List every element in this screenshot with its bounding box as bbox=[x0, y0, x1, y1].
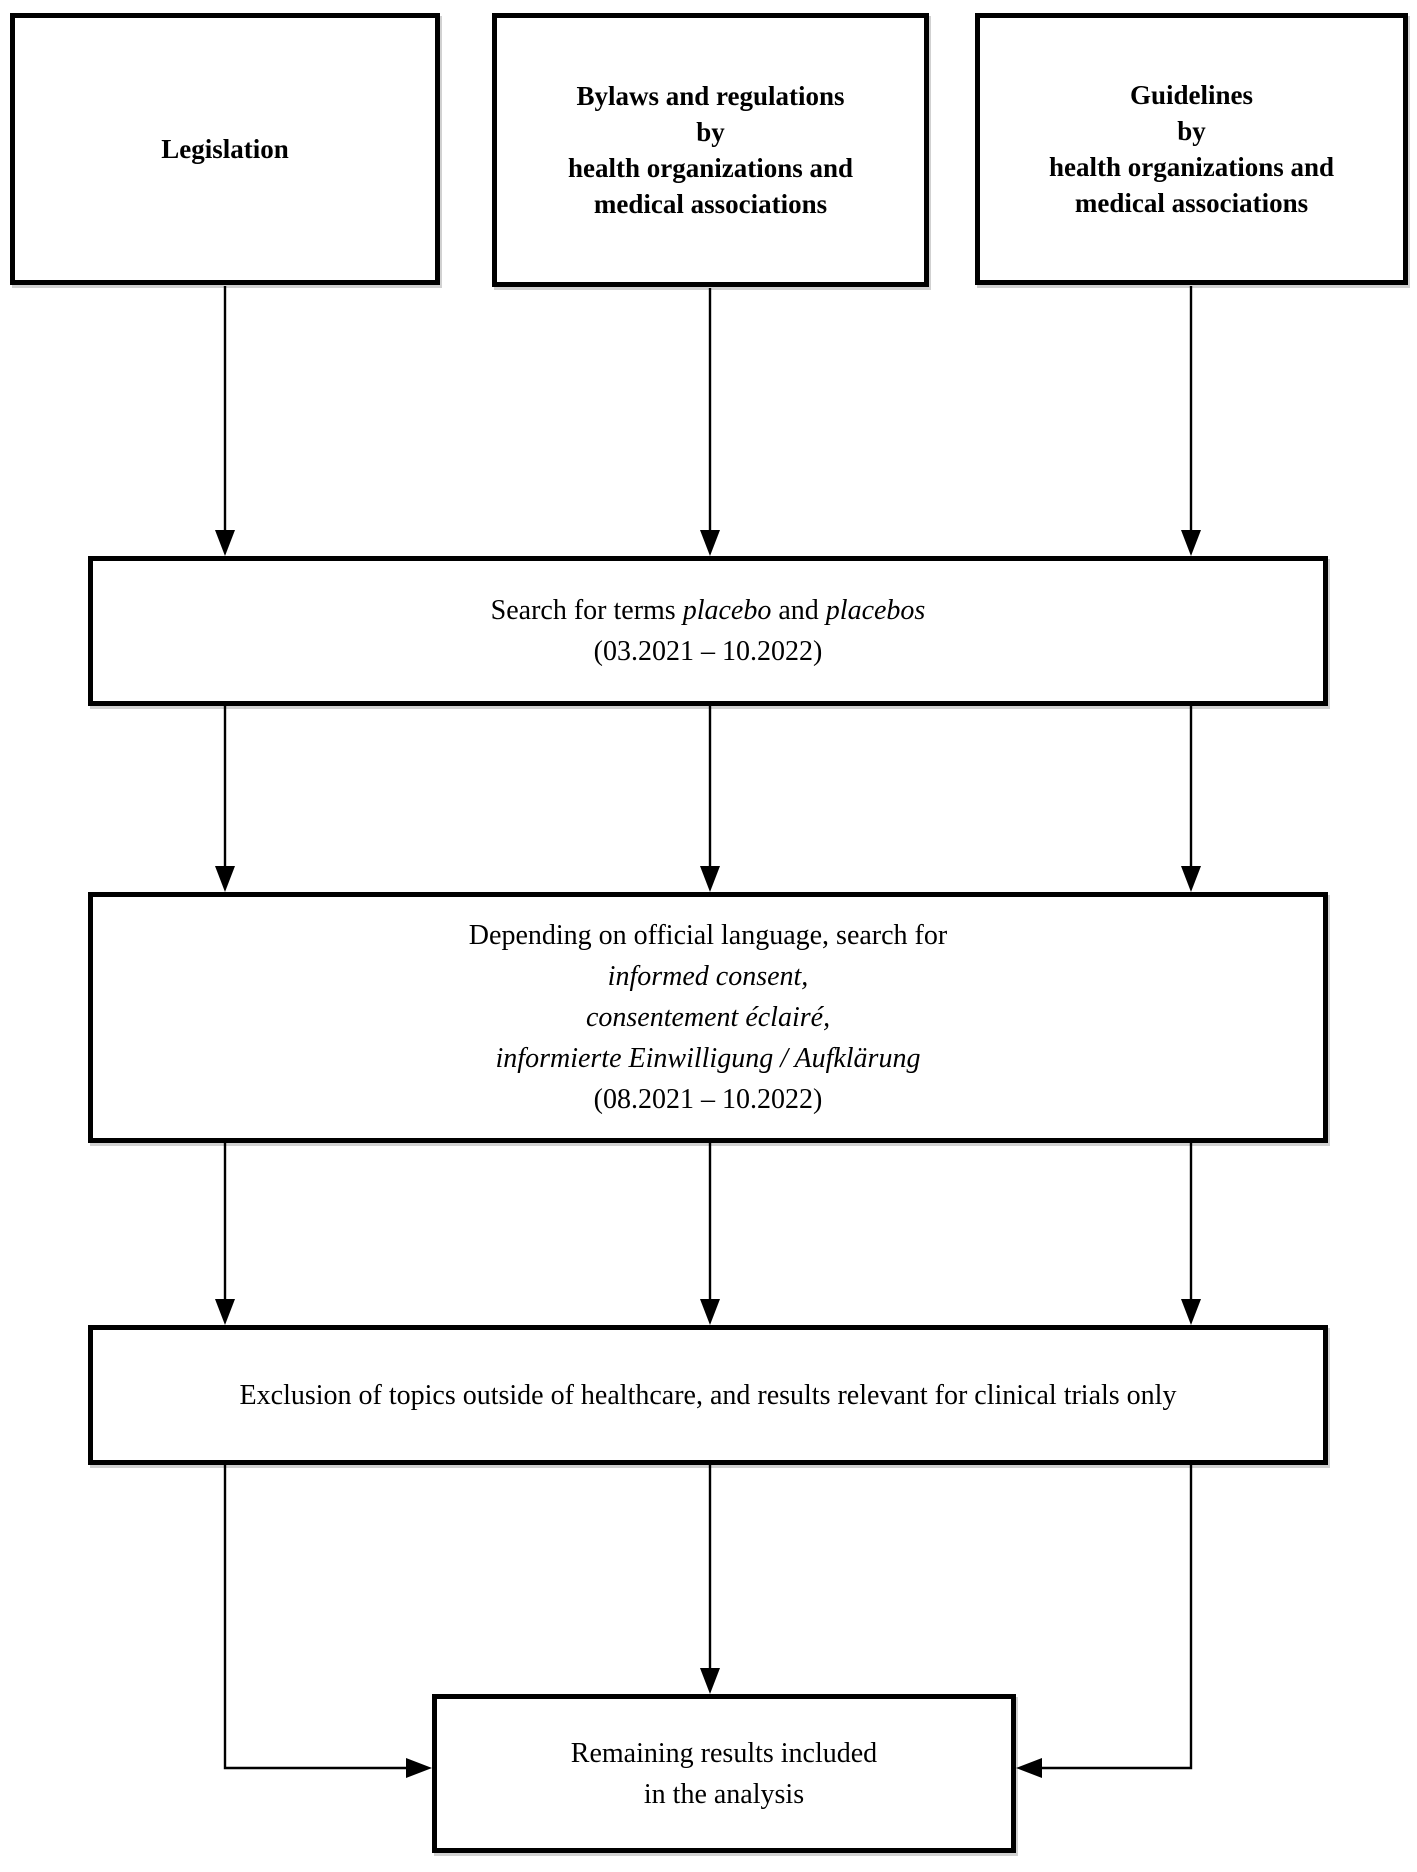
box-guidelines-line: by bbox=[1177, 116, 1206, 146]
arrow-legislation-to-search bbox=[215, 286, 235, 556]
box-bylaws-and-regulations: Bylaws and regulations by health organiz… bbox=[492, 13, 929, 287]
arrow-search-to-language-left bbox=[215, 704, 235, 892]
arrow-language-to-exclusion-left bbox=[215, 1141, 235, 1325]
box-exclusion-line: Exclusion of topics outside of healthcar… bbox=[239, 1379, 1177, 1411]
box-search-line: Search for terms placebo and placebos bbox=[107, 590, 1309, 631]
arrow-exclusion-to-remaining-left-elbow bbox=[223, 1463, 432, 1778]
box-search-terms: Search for terms placebo and placebos (0… bbox=[88, 556, 1328, 706]
box-remaining-line: in the analysis bbox=[643, 1778, 805, 1810]
box-guidelines-line: health organizations and bbox=[1048, 152, 1335, 182]
box-bylaws-line: health organizations and bbox=[567, 153, 854, 183]
arrow-exclusion-to-remaining-right-elbow bbox=[1016, 1463, 1193, 1778]
arrow-exclusion-to-remaining-center bbox=[700, 1463, 720, 1694]
arrow-language-to-exclusion-center bbox=[700, 1141, 720, 1325]
box-language-daterange: (08.2021 – 10.2022) bbox=[593, 1084, 823, 1115]
box-language-term-fr: consentement éclairé, bbox=[585, 1002, 831, 1033]
box-exclusion-criteria: Exclusion of topics outside of healthcar… bbox=[88, 1325, 1328, 1465]
box-bylaws-line: medical associations bbox=[593, 189, 828, 219]
box-guidelines-line: medical associations bbox=[1074, 188, 1309, 218]
box-search-daterange: (03.2021 – 10.2022) bbox=[593, 636, 823, 667]
arrow-guidelines-to-search bbox=[1181, 286, 1201, 556]
box-legislation-line: Legislation bbox=[161, 134, 289, 164]
box-language-term-de: informierte Einwilligung / Aufklärung bbox=[495, 1043, 921, 1074]
box-bylaws-line: Bylaws and regulations bbox=[576, 81, 845, 111]
search-line-conjunction: and bbox=[771, 595, 826, 626]
box-language-search: Depending on official language, search f… bbox=[88, 892, 1328, 1143]
arrow-bylaws-to-search bbox=[700, 288, 720, 556]
box-language-line: Depending on official language, search f… bbox=[468, 920, 948, 951]
arrow-search-to-language-center bbox=[700, 704, 720, 892]
search-line-prefix: Search for terms bbox=[490, 595, 683, 626]
box-language-term-en: informed consent, bbox=[607, 961, 809, 992]
search-term-placebo: placebo bbox=[682, 595, 772, 626]
box-legislation: Legislation bbox=[10, 13, 440, 285]
box-remaining-results: Remaining results included in the analys… bbox=[432, 1694, 1016, 1853]
box-guidelines-line: Guidelines bbox=[1129, 80, 1254, 110]
box-remaining-line: Remaining results included bbox=[570, 1737, 878, 1769]
box-guidelines: Guidelines by health organizations and m… bbox=[975, 13, 1408, 285]
arrow-search-to-language-right bbox=[1181, 704, 1201, 892]
arrow-language-to-exclusion-right bbox=[1181, 1141, 1201, 1325]
box-bylaws-line: by bbox=[696, 117, 725, 147]
search-term-placebos: placebos bbox=[825, 595, 926, 626]
